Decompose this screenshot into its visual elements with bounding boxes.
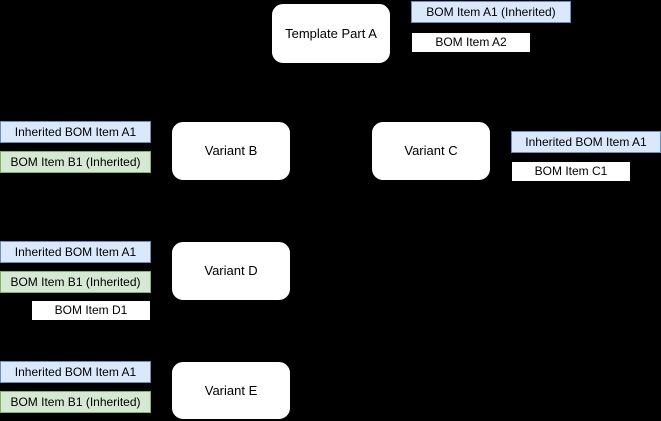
bom-item-variant-b-1[interactable]: Inherited BOM Item A1 [0,121,151,143]
bom-item-label: BOM Item B1 (Inherited) [10,394,141,409]
node-label: Variant B [204,143,258,159]
bom-item-variant-c-2[interactable]: BOM Item C1 [511,161,631,182]
node-template-part-a[interactable]: Template Part A [271,3,391,64]
node-variant-c[interactable]: Variant C [371,121,491,181]
node-variant-e[interactable]: Variant E [171,361,291,420]
bom-item-label: BOM Item B1 (Inherited) [10,274,141,289]
bom-item-label: Inherited BOM Item A1 [525,134,647,149]
node-label: Variant C [404,143,458,159]
bom-item-template-a-2[interactable]: BOM Item A2 [411,32,531,53]
bom-item-template-a-1[interactable]: BOM Item A1 (Inherited) [411,1,571,23]
node-label: Variant D [204,263,258,279]
bom-item-label: BOM Item A1 (Inherited) [426,4,556,19]
bom-item-variant-e-2[interactable]: BOM Item B1 (Inherited) [0,391,151,413]
bom-item-label: Inherited BOM Item A1 [14,244,137,259]
bom-item-label: BOM Item D1 [54,303,128,318]
bom-item-variant-c-1[interactable]: Inherited BOM Item A1 [511,131,661,153]
node-label: Template Part A [285,25,377,41]
bom-item-variant-d-1[interactable]: Inherited BOM Item A1 [0,241,151,263]
bom-item-label: Inherited BOM Item A1 [14,364,137,379]
bom-item-variant-e-1[interactable]: Inherited BOM Item A1 [0,361,151,383]
bom-item-label: BOM Item B1 (Inherited) [10,154,141,169]
bom-item-label: BOM Item C1 [534,164,608,179]
bom-item-label: BOM Item A2 [435,35,507,50]
bom-item-variant-d-3[interactable]: BOM Item D1 [31,300,151,321]
node-label: Variant E [204,382,258,398]
node-variant-d[interactable]: Variant D [171,241,291,301]
bom-item-variant-d-2[interactable]: BOM Item B1 (Inherited) [0,271,151,293]
bom-item-variant-b-2[interactable]: BOM Item B1 (Inherited) [0,151,151,173]
node-variant-b[interactable]: Variant B [171,121,291,181]
bom-item-label: Inherited BOM Item A1 [14,124,137,139]
